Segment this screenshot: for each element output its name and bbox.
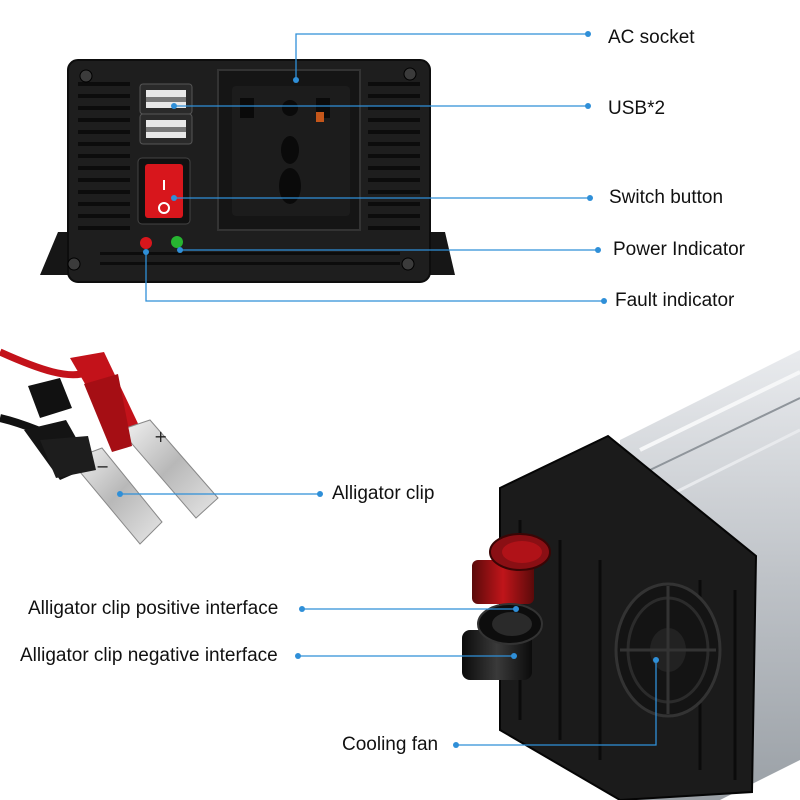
- cooling-fan-grille: [614, 582, 722, 718]
- inverter-front-panel: [40, 59, 455, 283]
- screws: [67, 67, 417, 271]
- fault-indicator-label: Fault indicator: [615, 290, 735, 311]
- ac-socket-label: AC socket: [608, 27, 695, 48]
- leader-dots: [117, 31, 659, 748]
- leader-lines: [120, 33, 657, 746]
- power-switch: [137, 157, 191, 225]
- negative-interface-label: Alligator clip negative interface: [20, 645, 278, 666]
- cooling-fan-label: Cooling fan: [342, 734, 439, 755]
- right-vent-slats: [368, 82, 420, 230]
- alligator-clips-photo: + −: [0, 348, 219, 545]
- switch-button-label: Switch button: [609, 187, 724, 208]
- positive-terminal: [472, 533, 551, 604]
- svg-text:−: −: [96, 457, 109, 476]
- ac-socket-face: [217, 69, 361, 231]
- inverter-back-panel: [462, 350, 800, 800]
- power-led: [171, 236, 183, 248]
- positive-interface-label: Alligator clip positive interface: [28, 598, 279, 619]
- fault-led: [140, 237, 152, 249]
- power-indicator-label: Power Indicator: [613, 239, 746, 260]
- negative-terminal: [462, 603, 543, 680]
- usb-ports: [139, 83, 193, 145]
- svg-text:+: +: [154, 427, 167, 446]
- alligator-clip-label: Alligator clip: [332, 483, 435, 504]
- left-vent-slats: [78, 82, 130, 230]
- usb-label: USB*2: [608, 98, 666, 119]
